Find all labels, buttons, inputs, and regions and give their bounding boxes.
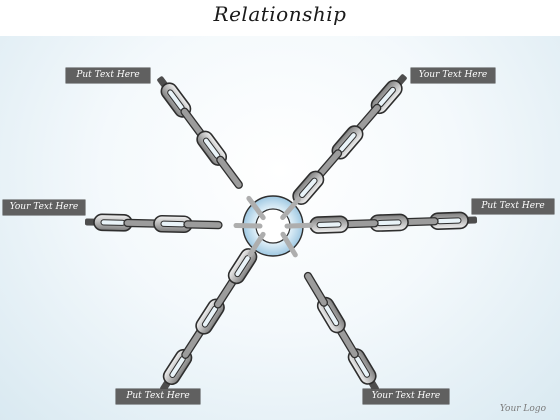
label-top-right: Your Text Here	[411, 68, 495, 83]
label-mid-left: Your Text Here	[3, 200, 85, 215]
chain-top-left	[157, 76, 243, 189]
chain-link-hole	[299, 177, 318, 199]
chain-link	[303, 271, 329, 307]
chain-link	[216, 155, 243, 189]
chain-bottom-left	[160, 248, 258, 392]
chain-right	[309, 211, 478, 234]
slide-title: Relationship	[213, 2, 347, 26]
chain-top-right	[292, 74, 407, 205]
label-top-left: Put Text Here	[66, 68, 150, 83]
chain-link-hole	[160, 220, 186, 228]
logo-text: Your Logo	[499, 404, 546, 414]
hub-connector	[246, 195, 266, 221]
hub-connector	[233, 222, 263, 229]
chain-link-hole	[436, 217, 462, 225]
hub-connector	[280, 196, 301, 221]
hub-connector	[280, 231, 298, 258]
chain-bottom-right	[303, 271, 379, 392]
label-bottom-right: Your Text Here	[363, 389, 449, 404]
chain-link-hole	[316, 221, 342, 229]
chain-link	[183, 220, 223, 230]
chain-link-hole	[376, 219, 402, 227]
label-bottom-left: Put Text Here	[116, 389, 200, 404]
label-mid-right: Put Text Here	[472, 199, 554, 214]
hub-connector	[247, 231, 266, 257]
chain-link-hole	[100, 219, 126, 226]
hub-connector	[284, 222, 314, 229]
chain-left	[84, 213, 223, 234]
header-bar: Relationship	[0, 0, 560, 36]
